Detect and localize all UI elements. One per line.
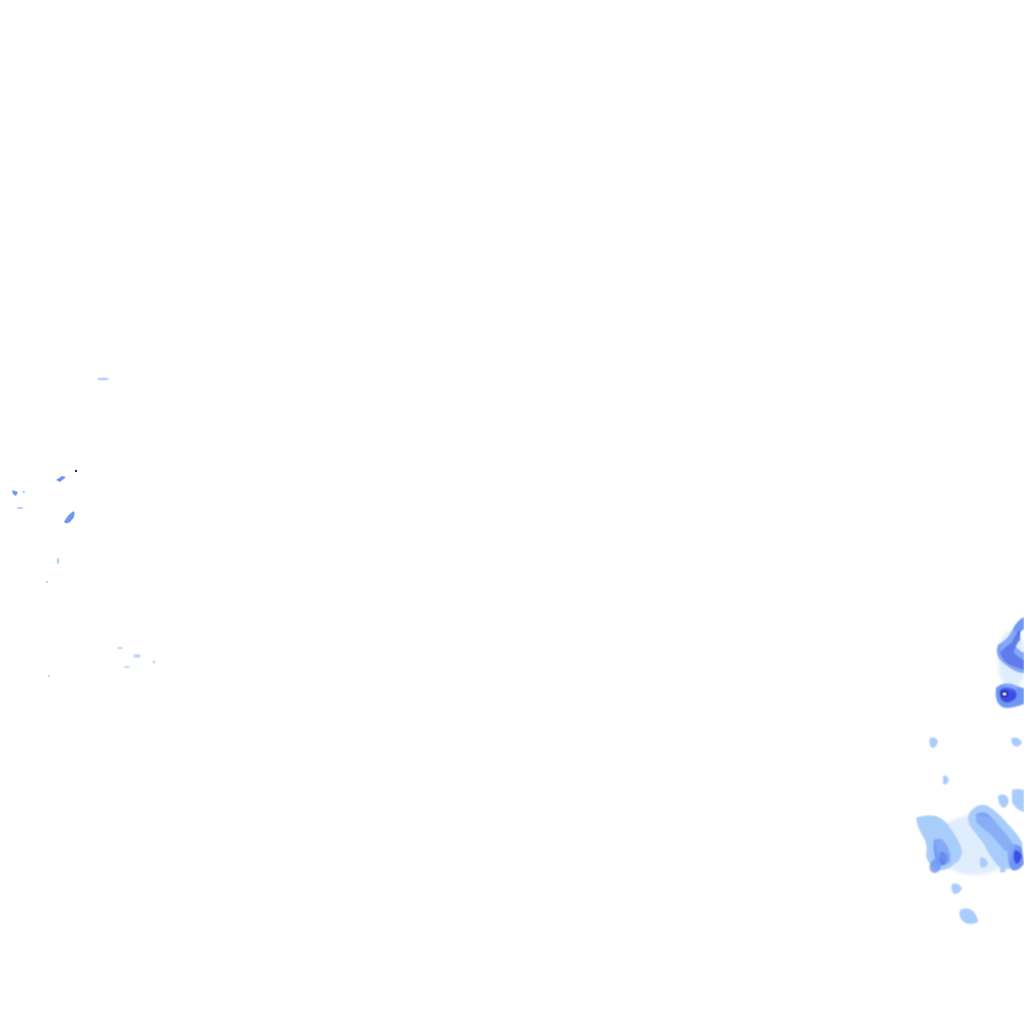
precip-cell bbox=[56, 558, 60, 564]
precip-haze bbox=[998, 630, 1024, 690]
precip-cell bbox=[943, 775, 949, 785]
precip-cell bbox=[117, 647, 123, 649]
precip-cell bbox=[929, 737, 938, 748]
precip-haze bbox=[935, 815, 1015, 875]
precip-cell-peak bbox=[1003, 693, 1006, 695]
precip-cell bbox=[48, 675, 50, 677]
precip-cell bbox=[1012, 789, 1024, 812]
precip-cell bbox=[929, 858, 942, 873]
precip-cell bbox=[133, 654, 141, 658]
precip-cell bbox=[1011, 737, 1022, 747]
precip-cell bbox=[75, 470, 77, 472]
precip-cell bbox=[12, 490, 18, 496]
precip-cell bbox=[152, 660, 156, 664]
precip-cell bbox=[951, 883, 962, 894]
precip-cell bbox=[46, 581, 48, 583]
precip-cell bbox=[56, 476, 66, 482]
precip-cell bbox=[64, 511, 75, 524]
precip-cluster-west bbox=[12, 377, 156, 677]
precip-cell bbox=[959, 908, 978, 924]
precip-cell bbox=[17, 507, 23, 509]
precip-halo bbox=[935, 630, 1024, 875]
precip-cell bbox=[124, 665, 130, 669]
precip-cell bbox=[22, 491, 25, 494]
precip-cell bbox=[1013, 850, 1022, 864]
precip-cell bbox=[998, 794, 1009, 808]
precip-cell bbox=[97, 377, 109, 381]
